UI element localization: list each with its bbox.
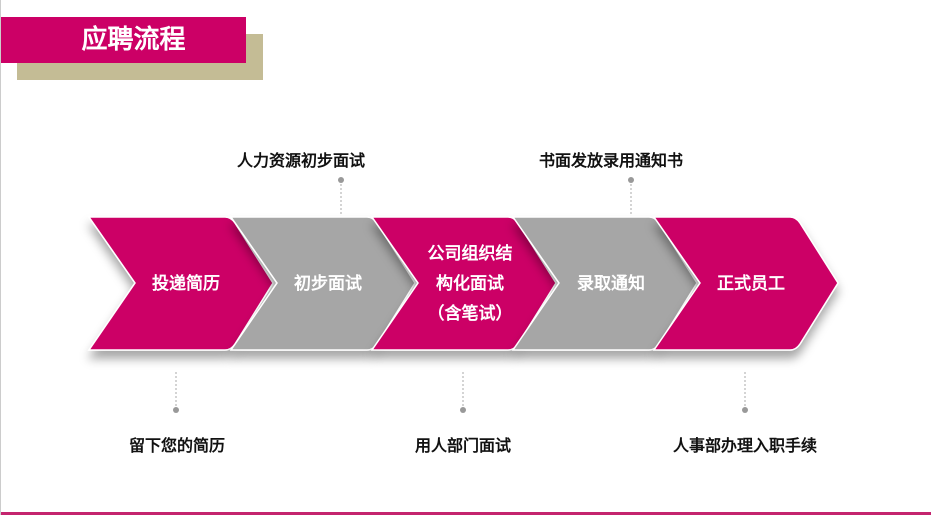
- bottom-note-onboarding: 人事部办理入职手续: [672, 436, 818, 455]
- connector-dot: [742, 407, 748, 413]
- bottom-note-department-interview: 用人部门面试: [414, 436, 512, 455]
- step-label: 投递简历: [152, 273, 220, 294]
- page-title: 应聘流程: [1, 17, 246, 63]
- step-label-line: （含笔试）: [427, 303, 513, 324]
- step-initial-interview: 初步面试: [253, 217, 403, 350]
- chevron-step-5: [652, 216, 839, 351]
- step-label-line: 构化面试: [436, 273, 504, 294]
- step-submit-resume: 投递简历: [111, 217, 261, 350]
- connector-dot: [460, 407, 466, 413]
- step-offer-notice: 录取通知: [536, 217, 686, 350]
- top-note-hr-interview: 人力资源初步面试: [236, 151, 366, 170]
- step-label: 正式员工: [717, 273, 785, 294]
- bottom-note-leave-resume: 留下您的简历: [128, 436, 226, 455]
- step-label: 录取通知: [577, 273, 645, 294]
- step-label-line: 公司组织结: [427, 243, 513, 264]
- connector-dot: [338, 177, 344, 183]
- step-label: 初步面试: [294, 273, 362, 294]
- top-note-written-offer: 书面发放录用通知书: [538, 151, 684, 170]
- step-structured-interview: 公司组织结 构化面试 （含笔试）: [395, 217, 545, 350]
- bottom-border: [1, 512, 931, 515]
- step-formal-employee: 正式员工: [676, 217, 826, 350]
- connector-dot: [628, 177, 634, 183]
- connector-dot: [173, 407, 179, 413]
